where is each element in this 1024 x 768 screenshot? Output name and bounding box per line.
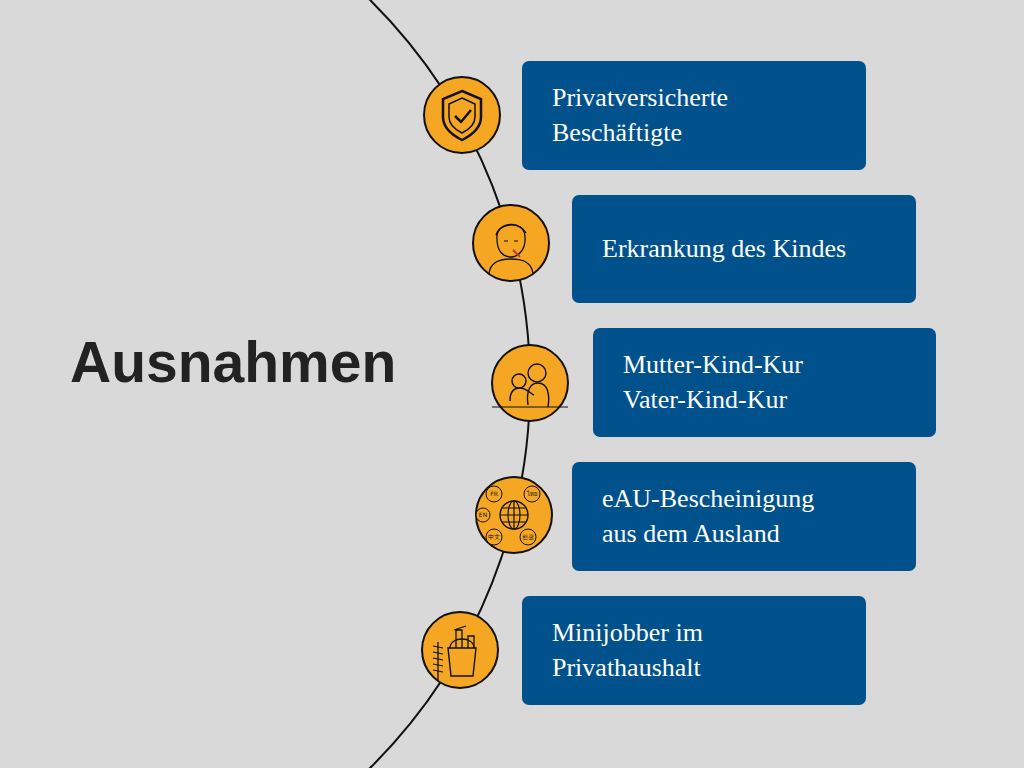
box-text: Minijobber im Privathaushalt [552,616,840,685]
timeline-arc [0,0,530,768]
box-text: Mutter-Kind-Kur [623,348,910,383]
cleaning-icon [422,612,498,688]
exception-box: Privatversicherte Beschäftigte [522,61,866,170]
language-tag: 中文 [488,534,500,540]
shield-icon [424,77,500,153]
diagram-title: Ausnahmen [70,329,396,395]
sick-child-icon [473,205,549,281]
language-tag: FR [490,491,498,497]
parent-child-icon [492,345,568,421]
box-text: Privatversicherte Beschäftigte [552,81,840,150]
globe-icon [476,477,552,553]
box-text: Vater-Kind-Kur [623,383,910,418]
exception-box: Minijobber im Privathaushalt [522,596,866,705]
language-tag: 한글 [522,534,534,540]
exception-box: eAU-Bescheinigung aus dem Ausland [572,462,916,571]
exception-box: Mutter-Kind-KurVater-Kind-Kur [593,328,936,437]
language-tag: EN [479,512,487,518]
language-tag: ไทย [527,491,538,497]
box-text: eAU-Bescheinigung aus dem Ausland [602,482,834,551]
box-text: Erkrankung des Kindes [602,232,890,267]
exception-box: Erkrankung des Kindes [572,195,916,303]
